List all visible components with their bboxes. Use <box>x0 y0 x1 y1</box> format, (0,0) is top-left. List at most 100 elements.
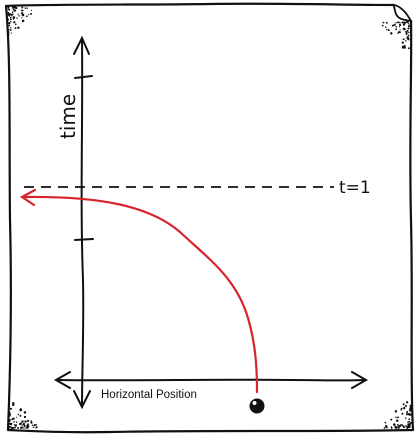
stipple-dot <box>7 8 10 10</box>
time-axis-tick <box>74 75 93 79</box>
stipple-dot <box>403 406 406 409</box>
stipple-dot <box>385 21 388 24</box>
horizontal-axis-left-arrow-icon <box>53 371 71 389</box>
stipple-dot <box>408 24 410 26</box>
stipple-dot <box>407 22 410 24</box>
stipple-dot <box>11 13 14 16</box>
stipple-dot <box>14 27 17 30</box>
stipple-dot <box>403 22 406 24</box>
stipple-dot <box>35 427 37 429</box>
stipple-dot <box>17 413 19 416</box>
stipple-dot <box>9 18 12 21</box>
paper-sheet <box>4 2 415 434</box>
stipple-dot <box>8 422 10 425</box>
stipple-dot <box>8 427 10 429</box>
stipple-dot <box>409 405 413 409</box>
stipple-dot <box>7 6 9 9</box>
stipple-dot <box>409 409 412 412</box>
stipple-dot <box>21 19 25 23</box>
stipple-dot <box>30 420 33 423</box>
stipple-dot <box>21 13 25 17</box>
stipple-dot <box>403 46 406 49</box>
stipple-dot <box>6 31 10 34</box>
stipple-dot <box>26 7 28 9</box>
stipple-dot <box>16 17 18 19</box>
stipple-dot <box>12 16 16 19</box>
stipple-dot <box>20 426 23 429</box>
stipple-dot <box>401 41 404 44</box>
stipple-dot <box>9 422 13 426</box>
stipple-dot <box>405 401 409 404</box>
stipple-dot <box>406 426 409 429</box>
stipple-dot <box>397 426 400 429</box>
stipple-dot <box>405 413 409 416</box>
stipple-dot <box>7 419 11 422</box>
stipple-dot <box>394 426 398 429</box>
stipple-dot <box>390 426 393 429</box>
stipple-dot <box>12 402 15 405</box>
stipple-dot <box>407 421 409 423</box>
stipple-dot <box>406 36 409 39</box>
stipple-dot <box>393 23 396 26</box>
stipple-dot <box>15 421 18 423</box>
stipple-dot <box>401 424 403 427</box>
stipple-dot <box>23 411 27 414</box>
horizontal-axis-right-arrow-icon <box>351 371 369 389</box>
stipple-dot <box>28 13 30 16</box>
stipple-dot <box>407 25 410 28</box>
stipple-dot <box>8 425 11 428</box>
paper-corner-texture <box>6 5 413 430</box>
stipple-dot <box>30 9 33 11</box>
stipple-dot <box>407 34 410 37</box>
stipple-dot <box>7 29 10 31</box>
stipple-dot <box>8 413 12 416</box>
stipple-dot <box>405 32 408 35</box>
time-axis <box>73 35 94 410</box>
stipple-dot <box>17 13 19 15</box>
stipple-dot <box>9 16 12 19</box>
stipple-dot <box>35 424 37 426</box>
stipple-dot <box>397 21 400 24</box>
stipple-dot <box>23 415 27 419</box>
stipple-dot <box>399 424 402 426</box>
stipple-dot <box>395 416 397 419</box>
stipple-dot <box>30 12 33 15</box>
time-axis-line <box>80 39 85 406</box>
stipple-dot <box>21 6 24 9</box>
stipple-dot <box>32 426 35 429</box>
stipple-dot <box>390 32 393 35</box>
stipple-dot <box>409 413 412 416</box>
stipple-dot <box>399 22 401 24</box>
stipple-dot <box>9 425 12 428</box>
stipple-dot <box>21 424 23 426</box>
stipple-dot <box>22 422 26 426</box>
stipple-dot <box>409 404 412 407</box>
stipple-dot <box>27 419 30 422</box>
stipple-dot <box>17 426 20 429</box>
stipple-dot <box>397 416 399 419</box>
stipple-dot <box>394 410 398 413</box>
paper-outline <box>4 2 415 434</box>
stipple-dot <box>13 424 16 426</box>
stipple-dot <box>382 21 385 24</box>
stipple-dot <box>15 416 18 418</box>
stipple-dot <box>403 44 406 48</box>
stipple-dot <box>33 423 36 427</box>
stipple-dot <box>19 409 22 412</box>
time-axis-bottom-arrow-icon <box>73 390 91 410</box>
stipple-dot <box>396 423 399 426</box>
stipple-dot <box>398 31 401 34</box>
stipple-dot <box>404 425 407 427</box>
paper-curl <box>393 3 413 23</box>
stipple-dot <box>19 414 21 416</box>
stipple-dot <box>401 45 405 48</box>
stipple-dot <box>20 12 24 15</box>
stipple-dot <box>408 426 410 428</box>
reference-line-label: t=1 <box>339 178 371 198</box>
stipple-dot <box>30 421 33 424</box>
stipple-dot <box>8 24 11 27</box>
stipple-dot <box>9 411 11 414</box>
stipple-dot <box>408 420 410 423</box>
stipple-dot <box>9 27 12 29</box>
